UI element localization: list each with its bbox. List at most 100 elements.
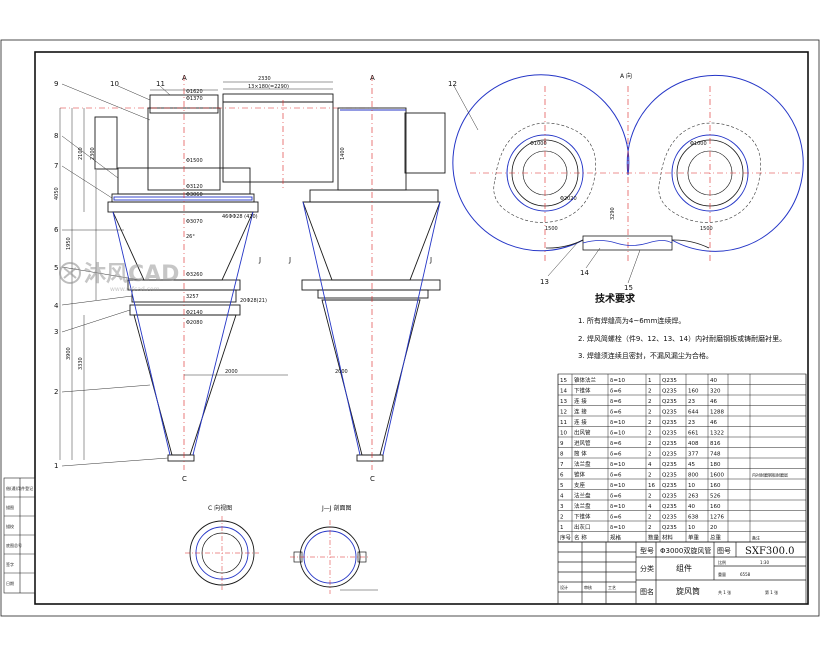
bom-cell-total: 180 [710,462,721,468]
dim-label: 1400 [340,147,346,160]
callout-7: 7 [54,162,58,170]
bom-cell-unit: 408 [688,441,699,447]
bom-cell-mat: Q235 [662,399,677,405]
bom-cell-mat: Q235 [662,515,677,521]
bom-cell-total: 总重 [710,534,722,542]
bom-cell-qty: 2 [648,515,652,521]
bom-cell-no: 10 [560,431,567,437]
bom-cell-qty: 2 [648,399,652,405]
bom-cell-no: 12 [560,410,567,416]
bom-cell-spec: δ=10 [610,462,625,468]
bom-cell-note: 内衬耐磨钢板耐磨层 [752,472,788,478]
bom-cell-name: 出风管 [574,429,591,437]
bom-cell-no: 8 [560,452,564,458]
bom-cell-mat: Q235 [662,504,677,510]
dim-label: Φ1620 [186,89,203,95]
bom-cell-spec: δ=10 [610,378,625,384]
bom-cell-no: 14 [560,389,567,395]
bom-cell-qty: 2 [648,410,652,416]
watermark-brand: 沐风CAD [84,262,179,287]
bom-cell-no: 2 [560,515,564,521]
bom-cell-unit: 644 [688,410,699,416]
bom-cell-total: 1288 [710,410,724,416]
dim-label: 1500 [545,226,558,232]
section-markers: A A C C J J J [182,74,432,483]
drawing-no-label: 图号 [717,547,731,555]
bom-cell-total: 1600 [710,473,724,479]
dim-label: 3290 [610,207,616,220]
bom-cell-qty: 4 [648,462,652,468]
left-registration-strip [3,477,36,594]
bom-cell-mat: 材料 [662,534,674,542]
dim-label: 3257 [186,294,199,300]
dim-label: 2330 [258,76,271,82]
bom-cell-name: 下锥体 [574,387,591,395]
tb-cell: 设计 [560,584,568,590]
view-title-a: A 向 [620,72,632,80]
rear-elevation [301,107,446,462]
callout-9: 9 [54,80,58,88]
bom-cell-unit: 40 [688,504,695,510]
bom-cell-mat: Q235 [662,494,677,500]
bom-cell-name: 连 接 [574,397,587,405]
dim-label: 3330 [78,357,84,370]
bom-cell-mat: Q235 [662,483,677,489]
bom-cell-spec: δ=6 [610,473,622,479]
tech-title: 技术要求 [595,292,636,305]
dim-label: 4050 [54,187,60,200]
bom-cell-mat: Q235 [662,441,677,447]
callout-1: 1 [54,462,58,470]
tb-cell: 重量 [718,571,726,577]
bom-cell-mat: Q235 [662,473,677,479]
callout-5: 5 [54,264,58,272]
bom-cell-qty: 2 [648,473,652,479]
drawing-no: SXF300.0 [745,546,795,557]
rear-elevation-blue [302,109,441,456]
bom-cell-no: 15 [560,378,567,384]
bom-cell-name: 连 接 [574,418,587,426]
bom-cell-total: 160 [710,504,721,510]
callout-14: 14 [580,269,589,277]
bom-cell-name: 名 称 [574,534,587,542]
bom-cell-no: 4 [560,494,564,500]
bom-cell-qty: 2 [648,525,652,531]
bom-cell-unit: 10 [688,525,695,531]
bom-cell-mat: Q235 [662,431,677,437]
dim-label: 2100 [78,147,84,160]
bom-cell-no: 7 [560,462,564,468]
bom-cell-qty: 2 [648,452,652,458]
strip-label: 底图总号 [6,542,22,548]
model-value: Φ3000双旋风管 [660,546,711,555]
tb-cell: 1:30 [760,560,769,565]
bom-cell-unit: 638 [688,515,699,521]
dim-label: 26° [186,234,195,240]
bom-cell-total: 320 [710,389,721,395]
bom-cell-qty: 2 [648,389,652,395]
callout-13: 13 [540,278,549,286]
bom-cell-name: 锥体法兰 [574,376,597,384]
bom-cell-spec: δ=6 [610,389,622,395]
dim-label: Φ3070 [186,219,203,225]
bom-cell-spec: δ=10 [610,504,625,510]
bom-cell-unit: 23 [688,420,695,426]
bom-cell-no: 11 [560,420,567,426]
bom-cell-spec: δ=10 [610,483,625,489]
dim-label: 1950 [66,237,72,250]
bom-cell-no: 3 [560,504,564,510]
bom-cell-no: 9 [560,441,564,447]
callout-8: 8 [54,132,58,140]
section-marker-j: J [288,256,291,264]
class-value: 组件 [676,563,692,573]
callout-4: 4 [54,302,59,310]
bom-cell-mat: Q235 [662,410,677,416]
bom-cell-mat: Q235 [662,525,677,531]
tb-cell: 6558 [740,572,751,577]
inner-border [34,51,809,605]
section-marker-j: J [258,256,261,264]
bom-cell-spec: δ=10 [610,431,625,437]
section-marker-c: C [370,475,375,483]
bom-cell-qty: 2 [648,431,652,437]
strip-label: 描图 [6,504,14,510]
dim-label: 2000 [225,369,238,375]
